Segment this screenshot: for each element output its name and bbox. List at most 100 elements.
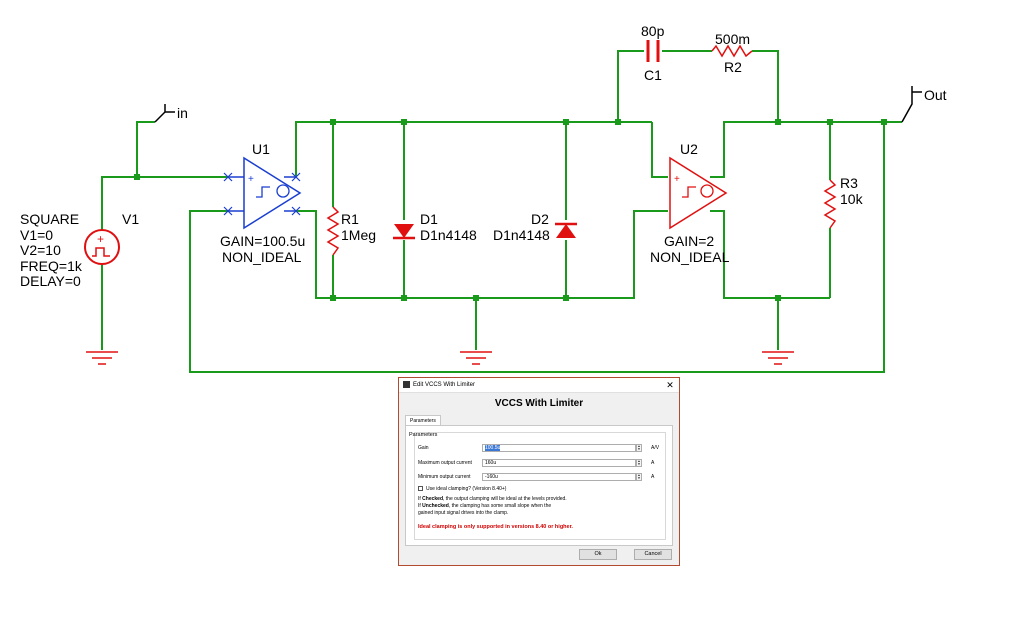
dialog-title: Edit VCCS With Limiter [413, 382, 476, 388]
min-current-spinner[interactable]: ▲▼ [636, 473, 642, 481]
gain-input[interactable]: 100.5u [482, 444, 636, 452]
diode-triangle-icon [556, 224, 576, 238]
c1-value: 80p [641, 23, 665, 39]
dialog-titlebar[interactable]: Edit VCCS With Limiter ✕ [399, 378, 679, 393]
max-current-input[interactable]: 160u [482, 459, 636, 467]
junction [401, 295, 407, 301]
gain-spinner[interactable]: ▲▼ [636, 444, 642, 452]
plus-icon: + [674, 174, 680, 185]
ground-3-icon [762, 351, 794, 365]
r3-value: 10k [840, 191, 864, 207]
r2-value: 500m [715, 31, 750, 47]
v1-param-1: V1=0 [20, 227, 53, 243]
junction [134, 174, 140, 180]
r2-resistor[interactable]: 500m R2 [711, 31, 753, 75]
app-icon [403, 381, 410, 388]
wires [101, 50, 902, 373]
u1-vccs[interactable]: + U1 GAIN=100.5u NON_IDEAL [220, 141, 305, 265]
current-source-icon [700, 184, 714, 198]
min-current-label: Minimum output current [418, 474, 471, 480]
max-current-unit: A [651, 460, 655, 466]
close-icon[interactable]: ✕ [666, 380, 674, 390]
gain-value: 100.5u [485, 445, 501, 451]
wire-feedback [189, 122, 885, 373]
wire-to-u2-in [651, 122, 668, 178]
u1-gain: GAIN=100.5u [220, 233, 305, 249]
c1-capacitor[interactable]: 80p C1 [641, 23, 665, 83]
u2-vccs[interactable]: + U2 GAIN=2 NON_IDEAL [650, 141, 730, 265]
resistor-zigzag-icon [823, 179, 837, 229]
net-label-in-text: in [177, 105, 188, 121]
v1-param-4: DELAY=0 [20, 273, 81, 289]
ideal-clamping-label[interactable]: Use ideal clamping? (Version 8.40+) [426, 486, 507, 492]
ideal-clamping-warning: Ideal clamping is only supported in vers… [418, 524, 573, 530]
r1-resistor[interactable]: R1 1Meg [326, 206, 376, 256]
limiter-icon [682, 186, 696, 198]
d2-diode[interactable]: D2 D1n4148 [493, 211, 577, 243]
junction [775, 119, 781, 125]
d1-diode[interactable]: D1 D1n4148 [393, 211, 477, 243]
parameters-group [414, 432, 666, 540]
c1-name: C1 [644, 67, 662, 83]
r1-value: 1Meg [341, 227, 376, 243]
junction [563, 295, 569, 301]
source-circle-icon [84, 229, 120, 265]
tab-parameters[interactable]: Parameters [405, 415, 441, 426]
junction [473, 295, 479, 301]
junctions [134, 119, 887, 301]
net-label-out[interactable]: Out [901, 86, 947, 123]
note-checked: If Checked, the output clamping will be … [418, 496, 567, 502]
v1-param-0: SQUARE [20, 211, 79, 227]
junction [401, 119, 407, 125]
net-label-out-text: Out [924, 87, 947, 103]
d2-name: D2 [531, 211, 549, 227]
wire-c1-branch [617, 50, 644, 122]
r2-name: R2 [724, 59, 742, 75]
net-label-in[interactable]: in [154, 104, 188, 123]
u2-mode: NON_IDEAL [650, 249, 730, 265]
junction [330, 119, 336, 125]
ground-2-icon [460, 351, 492, 365]
v1-param-2: V2=10 [20, 242, 61, 258]
edit-vccs-dialog: Edit VCCS With Limiter ✕ VCCS With Limit… [398, 377, 680, 566]
square-wave-icon [92, 247, 110, 257]
gain-label: Gain [418, 445, 429, 451]
gain-unit: A/V [651, 445, 660, 451]
wire-bottom-bus-1 [333, 210, 668, 299]
junction [330, 295, 336, 301]
min-current-input[interactable]: -160u [482, 473, 636, 481]
junction [827, 119, 833, 125]
u2-name: U2 [680, 141, 698, 157]
resistor-zigzag-icon [326, 206, 340, 256]
cancel-button[interactable]: Cancel [634, 549, 672, 560]
limiter-icon [256, 186, 270, 198]
net-flag-out-icon [901, 86, 913, 123]
wire-u1-out [295, 121, 333, 177]
dialog-heading: VCCS With Limiter [494, 398, 584, 409]
junction [563, 119, 569, 125]
r3-resistor[interactable]: R3 10k [823, 175, 864, 229]
junction [775, 295, 781, 301]
v1-source[interactable]: + V1 SQUARE V1=0 V2=10 FREQ=1k DELAY=0 [20, 211, 139, 289]
plus-icon: + [248, 174, 254, 185]
opamp-triangle-icon [243, 156, 302, 230]
max-current-spinner[interactable]: ▲▼ [636, 459, 642, 467]
u1-name: U1 [252, 141, 270, 157]
ok-button[interactable]: Ok [579, 549, 617, 560]
wire-r2-right [752, 50, 779, 122]
wire-u2-out [710, 121, 884, 178]
u1-mode: NON_IDEAL [222, 249, 302, 265]
group-title: Parameters [409, 432, 438, 438]
min-current-unit: A [651, 474, 655, 480]
pin-x-icons [223, 172, 301, 216]
d1-name: D1 [420, 211, 438, 227]
ideal-clamping-checkbox[interactable] [418, 486, 423, 491]
note-unchecked-line2: gained input signal drives into the clam… [418, 510, 509, 516]
opamp-triangle-icon [669, 156, 728, 230]
junction [615, 119, 621, 125]
resistor-zigzag-icon [711, 44, 753, 58]
r1-name: R1 [341, 211, 359, 227]
wire-u1-lower [296, 210, 333, 299]
ground-1-icon [86, 351, 118, 365]
